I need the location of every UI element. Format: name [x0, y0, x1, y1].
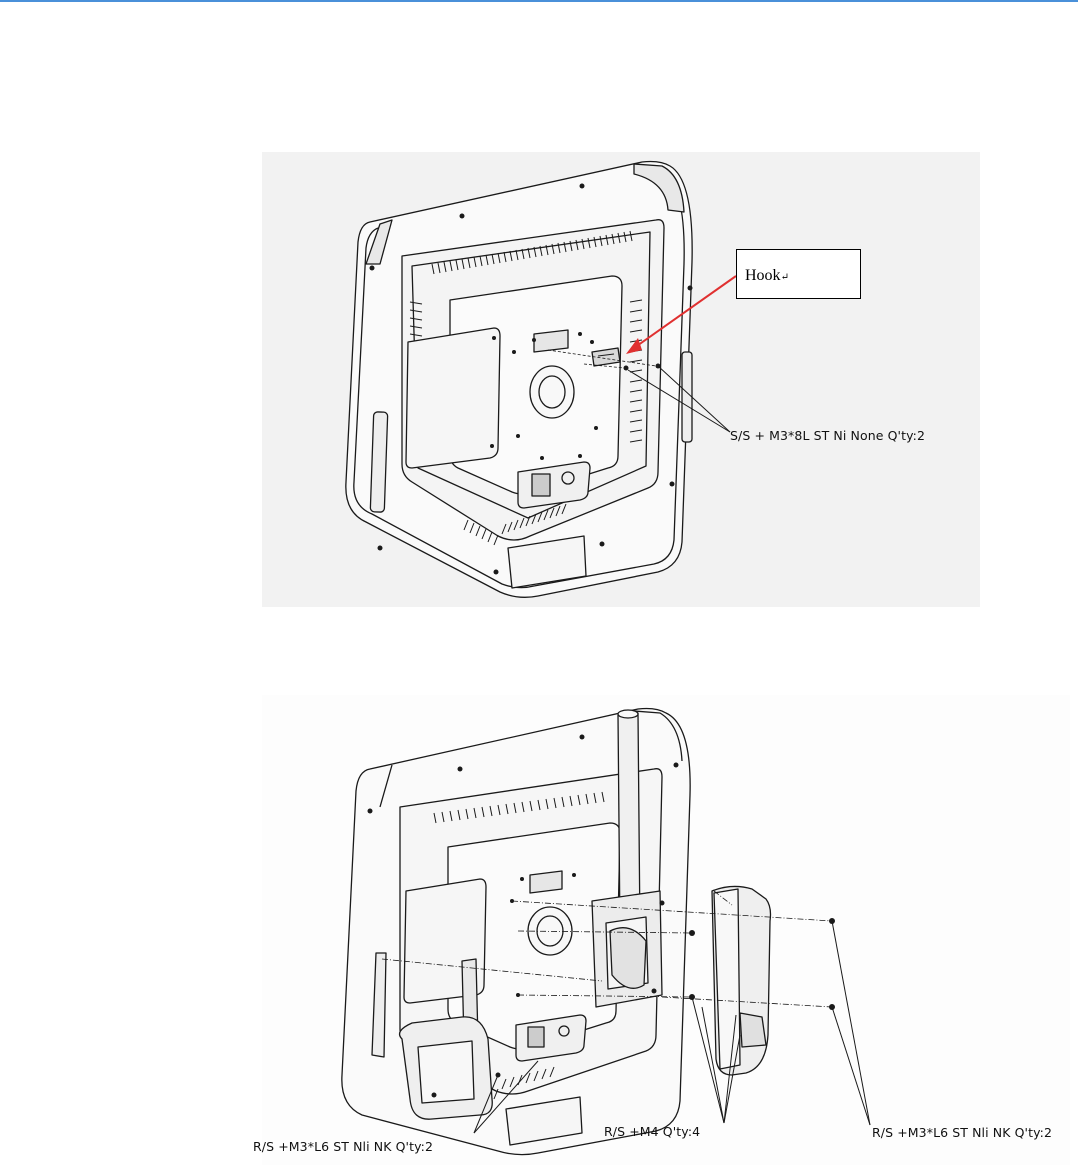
monitor-back-drawing-1: [262, 152, 980, 607]
m4-screw-label: R/S +M4 Q'ty:4: [604, 1124, 700, 1139]
return-mark-icon: ↵: [781, 272, 789, 283]
bottom-screw-label: R/S +M3*L6 ST Nli NK Q'ty:2: [253, 1139, 433, 1154]
top-rule: [0, 0, 1078, 2]
hook-callout-box: Hook↵: [736, 249, 861, 299]
right-screw-label: R/S +M3*L6 ST Nli NK Q'ty:2: [872, 1125, 1052, 1140]
hook-callout-text: Hook: [745, 267, 781, 284]
figure-mount-install: [262, 695, 1070, 1165]
monitor-back-drawing-2: [262, 695, 1070, 1165]
screw-spec-label: S/S + M3*8L ST Ni None Q'ty:2: [730, 428, 925, 443]
figure-hook-install: [262, 152, 980, 607]
